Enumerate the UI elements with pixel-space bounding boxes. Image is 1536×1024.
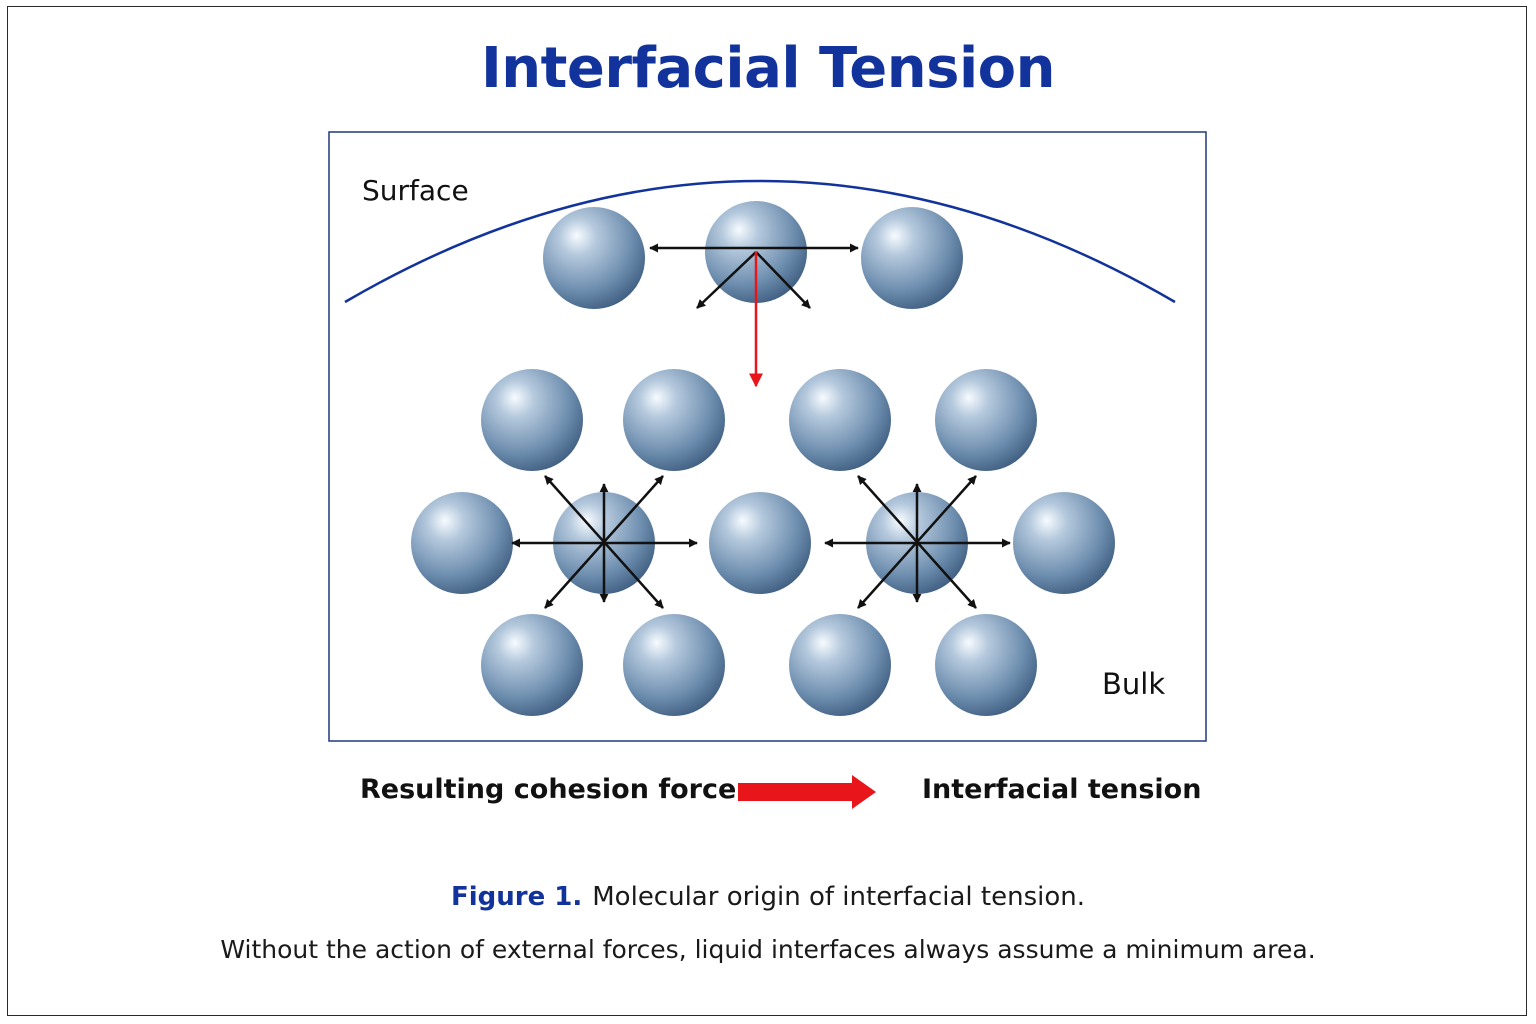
bulk-molecule [935, 614, 1037, 716]
bulk-molecule [789, 614, 891, 716]
surface-molecule [543, 207, 645, 309]
surface-label: Surface [362, 174, 469, 207]
bulk-force-arrows-left [511, 475, 698, 609]
bulk-molecule [411, 492, 513, 594]
page-title: Interfacial Tension [480, 36, 1056, 101]
surface-force-arrows [649, 243, 859, 309]
legend-arrow-icon [738, 775, 876, 809]
bulk-molecule [1013, 492, 1115, 594]
bulk-molecule [623, 369, 725, 471]
figure-label: Figure 1. [450, 882, 583, 912]
bulk-molecule [789, 369, 891, 471]
bulk-force-arrows-right [824, 475, 1011, 609]
bulk-molecule [481, 369, 583, 471]
surface-molecule [861, 207, 963, 309]
bulk-label: Bulk [1102, 667, 1165, 701]
figure-frame [7, 6, 1527, 1016]
diagram-box [328, 131, 1207, 742]
bulk-molecule [709, 492, 811, 594]
figure-caption: Figure 1. Molecular origin of interfacial… [0, 882, 1536, 912]
caption-line-2: Without the action of external forces, l… [220, 935, 1316, 964]
legend-interfacial-tension: Interfacial tension [922, 774, 1202, 805]
bulk-molecule [935, 369, 1037, 471]
bulk-molecule [481, 614, 583, 716]
caption-line-1: Molecular origin of interfacial tension. [592, 882, 1086, 912]
legend-cohesion-force: Resulting cohesion force [360, 774, 737, 805]
interface-curve [344, 179, 1176, 304]
bulk-molecule [623, 614, 725, 716]
